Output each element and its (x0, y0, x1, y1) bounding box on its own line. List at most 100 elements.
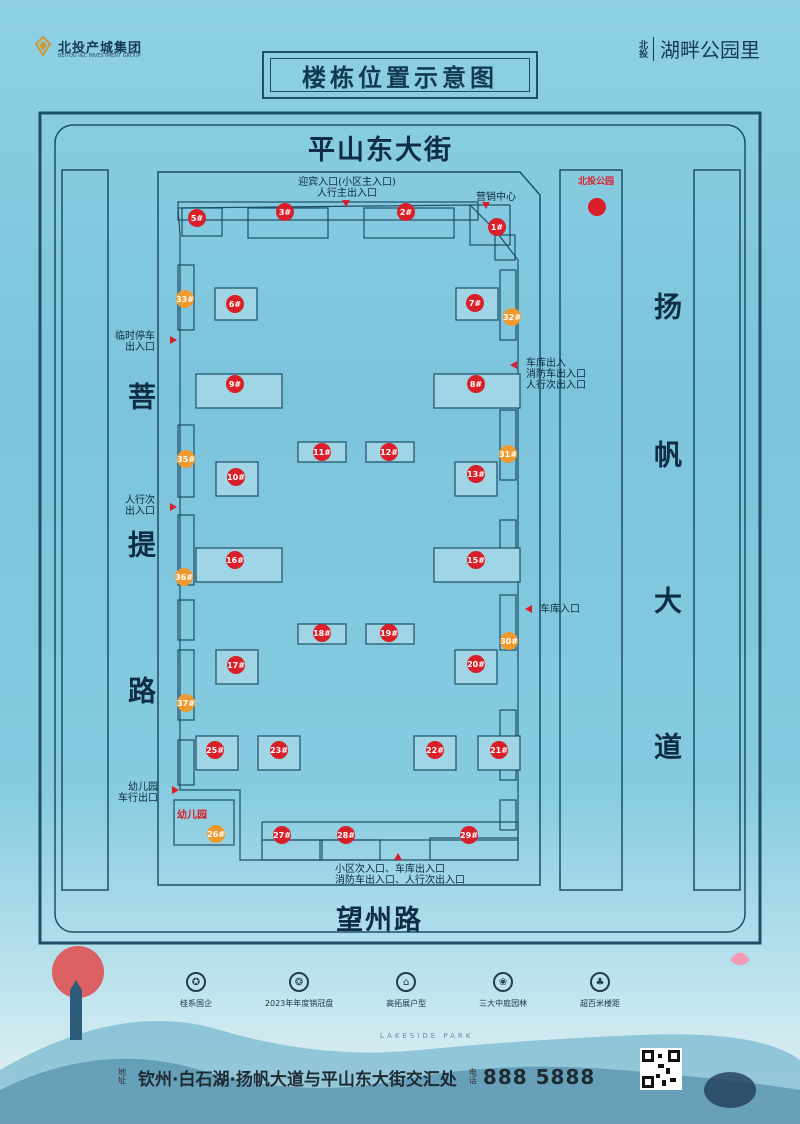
sun-icon (52, 946, 104, 998)
sales-center-arrow (482, 202, 490, 209)
road-west-3: 路 (124, 676, 157, 704)
feature-item: ⌂ 高拓展户型 (386, 972, 426, 1009)
page-title: 楼栋位置示意图 (270, 58, 530, 92)
feature-label: 超百米楼距 (579, 999, 620, 1008)
wave-front (0, 1058, 800, 1124)
feature-label: 高拓展户型 (386, 999, 427, 1008)
lotus-leaf-icon (704, 1072, 756, 1108)
south-entrance-label: 小区次入口、车库出入口 消防车出入口、人行次出入口 (335, 864, 465, 886)
building-9[interactable]: 9# (226, 375, 244, 393)
west-strip (61, 169, 109, 891)
building-16[interactable]: 16# (226, 551, 244, 569)
qr-code-icon (642, 1050, 680, 1088)
building-33[interactable]: 33# (176, 290, 194, 308)
road-west-1: 菩 (124, 382, 157, 410)
west-kindergarten-line-1: 幼儿园 (128, 782, 158, 793)
interior-buildings (195, 287, 521, 771)
feature-row: ✪ 桂系国企 ❂ 2023年年度销冠盘 ⌂ 高拓展户型 ❀ 三大中庭园林 ♣ 超… (180, 972, 620, 1009)
wave-back (0, 1021, 800, 1124)
building-31[interactable]: 31# (499, 445, 517, 463)
pagoda-icon (70, 980, 82, 1040)
building-32[interactable]: 32# (503, 308, 521, 326)
brand-subtitle: BEITOU I&C INVESTMENT GROUP (58, 53, 141, 59)
west-kindergarten-arrow (172, 786, 179, 794)
east-garage-line-1: 车库出入 (526, 358, 566, 369)
address-label: 地址 (118, 1068, 126, 1085)
crown-badge-icon: ❂ (289, 972, 310, 992)
title-frame: 楼栋位置示意图 (262, 51, 538, 99)
phone-number[interactable]: 888 5888 (482, 1065, 596, 1089)
lakeside-park-text: LAKESIDE PARK (380, 1032, 474, 1040)
west-temp-parking-arrow (170, 336, 177, 344)
west-kindergarten-exit-label: 幼儿园 车行出口 (100, 782, 158, 804)
kindergarten-label: 幼儿园 (177, 810, 207, 821)
building-36[interactable]: 36# (175, 568, 193, 586)
building-13[interactable]: 13# (467, 465, 485, 483)
building-17[interactable]: 17# (227, 656, 245, 674)
building-26[interactable]: 26# (207, 825, 225, 843)
building-35[interactable]: 35# (177, 450, 195, 468)
building-27[interactable]: 27# (273, 826, 291, 844)
north-row (177, 201, 516, 261)
building-29[interactable]: 29# (460, 826, 478, 844)
building-12[interactable]: 12# (380, 443, 398, 461)
west-pedestrian-line-2: 出入口 (125, 506, 155, 517)
building-1[interactable]: 1# (488, 218, 506, 236)
project-name: 湖畔公园里 (660, 38, 760, 62)
building-6[interactable]: 6# (226, 295, 244, 313)
outer-frame (38, 111, 762, 945)
lotus-icon (730, 952, 750, 965)
north-entrance-line-1: 迎宾入口(小区主入口) (298, 177, 396, 188)
building-15[interactable]: 15# (467, 551, 485, 569)
east-garage-label-1: 车库出入 消防车出入口 人行次出入口 (526, 358, 586, 391)
gear-emblem-icon: ✪ (186, 972, 206, 992)
building-7[interactable]: 7# (466, 294, 484, 312)
building-10[interactable]: 10# (227, 468, 245, 486)
building-3[interactable]: 3# (276, 203, 294, 221)
building-19[interactable]: 19# (380, 624, 398, 642)
feature-item: ❀ 三大中庭园林 (479, 972, 527, 1009)
feature-item: ❂ 2023年年度销冠盘 (265, 972, 333, 1009)
brand-logo: 北投产城集团 BEITOU I&C INVESTMENT GROUP (34, 36, 142, 59)
building-25[interactable]: 25# (206, 741, 224, 759)
qr-code[interactable] (640, 1048, 682, 1090)
south-entrance-line-1: 小区次入口、车库出入口 (335, 864, 445, 875)
project-prefix: 北投 (637, 39, 647, 58)
building-8[interactable]: 8# (467, 375, 485, 393)
building-18[interactable]: 18# (313, 624, 331, 642)
north-entrance-label: 迎宾入口(小区主入口) 人行主出入口 (292, 177, 402, 199)
building-11[interactable]: 11# (313, 443, 331, 461)
road-ring (54, 124, 746, 933)
west-temp-parking-label: 临时停车 出入口 (100, 331, 155, 353)
building-30[interactable]: 30# (500, 632, 518, 650)
building-2[interactable]: 2# (397, 203, 415, 221)
feature-item: ✪ 桂系国企 (180, 972, 212, 1009)
west-pedestrian-arrow (170, 503, 177, 511)
building-5[interactable]: 5# (188, 209, 206, 227)
south-entrance-arrow (394, 853, 402, 860)
park-strip (559, 169, 623, 891)
east-garage-arrow-1 (510, 361, 517, 369)
building-23[interactable]: 23# (270, 741, 288, 759)
building-22[interactable]: 22# (426, 741, 444, 759)
west-temp-parking-line-1: 临时停车 (115, 331, 155, 342)
east-strip (693, 169, 741, 891)
east-garage-line-3: 人行次出入口 (526, 380, 586, 391)
south-row (261, 821, 519, 861)
road-south: 望州路 (336, 905, 423, 936)
landscape-decoration (0, 946, 800, 1124)
building-37[interactable]: 37# (177, 694, 195, 712)
feature-item: ♣ 超百米楼距 (580, 972, 620, 1009)
road-north: 平山东大街 (308, 135, 453, 166)
west-kindergarten-line-2: 车行出口 (118, 793, 158, 804)
project-logo: 北投 湖畔公园里 (637, 34, 760, 63)
road-east-4: 道 (650, 732, 683, 760)
building-28[interactable]: 28# (337, 826, 355, 844)
south-entrance-line-2: 消防车出入口、人行次出入口 (335, 875, 465, 886)
building-20[interactable]: 20# (467, 655, 485, 673)
road-east-1: 扬 (650, 292, 683, 320)
sales-center-label: 营销中心 (476, 192, 516, 203)
north-entrance-arrow (342, 200, 350, 207)
park-dot (588, 198, 606, 216)
building-21[interactable]: 21# (490, 741, 508, 759)
